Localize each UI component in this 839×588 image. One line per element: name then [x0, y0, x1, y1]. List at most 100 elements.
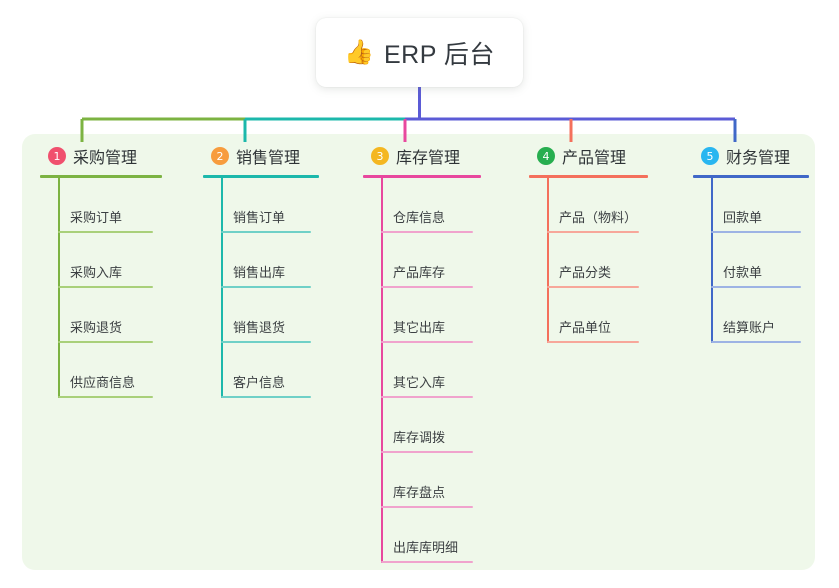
- leaf-item-label: 产品单位: [559, 320, 612, 335]
- leaf-item-rule: [381, 506, 473, 508]
- branch-column-4: 4 产品管理产品（物料） 产品分类产品单位: [529, 143, 679, 343]
- leaf-item-label: 产品库存: [393, 265, 446, 280]
- branch-header-rule: [363, 175, 481, 178]
- leaf-item[interactable]: 产品分类: [529, 233, 679, 288]
- branch-spine: [221, 178, 223, 398]
- leaf-item[interactable]: 销售订单: [203, 178, 353, 233]
- leaf-item-rule: [381, 561, 473, 563]
- leaf-item[interactable]: 采购订单: [40, 178, 190, 233]
- leaf-item[interactable]: 其它入库: [363, 343, 513, 398]
- thumbs-up-icon: 👍: [344, 38, 374, 66]
- leaf-item[interactable]: 其它出库: [363, 288, 513, 343]
- branch-header-rule: [529, 175, 648, 178]
- leaf-item-label: 客户信息: [233, 375, 286, 390]
- leaf-item[interactable]: 库存盘点: [363, 453, 513, 508]
- branch-column-2: 2 销售管理销售订单销售出库销售退货客户信息: [203, 143, 353, 398]
- leaf-item-label: 采购退货: [70, 320, 123, 335]
- leaf-item[interactable]: 仓库信息: [363, 178, 513, 233]
- leaf-item[interactable]: 销售出库: [203, 233, 353, 288]
- leaf-item-rule: [381, 286, 473, 288]
- leaf-item[interactable]: 产品（物料）: [529, 178, 679, 233]
- branch-title: 财务管理: [726, 150, 791, 167]
- branch-title: 销售管理: [236, 150, 301, 167]
- branch-item-list: 产品（物料） 产品分类产品单位: [529, 178, 679, 343]
- leaf-item-label: 产品分类: [559, 265, 612, 280]
- leaf-item-label: 付款单: [723, 265, 763, 280]
- leaf-item-label: 采购订单: [70, 210, 123, 225]
- branch-title: 产品管理: [562, 150, 627, 167]
- leaf-item-label: 销售退货: [233, 320, 286, 335]
- leaf-item-rule: [711, 341, 801, 343]
- branch-column-3: 3 库存管理仓库信息产品库存其它出库其它入库库存调拨库存盘点出库库明细: [363, 143, 513, 563]
- branch-number-badge: 3: [371, 147, 389, 165]
- leaf-item-rule: [58, 341, 153, 343]
- branch-header-3[interactable]: 3 库存管理: [363, 143, 513, 169]
- leaf-item-rule: [221, 231, 311, 233]
- leaf-item[interactable]: 产品库存: [363, 233, 513, 288]
- branch-header-4[interactable]: 4 产品管理: [529, 143, 679, 169]
- leaf-item-rule: [547, 341, 639, 343]
- root-node-erp-backend[interactable]: 👍 ERP 后台: [316, 18, 523, 87]
- leaf-item-rule: [221, 341, 311, 343]
- leaf-item-label: 库存调拨: [393, 430, 446, 445]
- branch-number-badge: 5: [701, 147, 719, 165]
- leaf-item[interactable]: 出库库明细: [363, 508, 513, 563]
- leaf-item[interactable]: 产品单位: [529, 288, 679, 343]
- branch-item-list: 采购订单采购入库采购退货供应商信息: [40, 178, 190, 398]
- branch-header-rule: [693, 175, 809, 178]
- root-node-title: ERP 后台: [383, 40, 495, 69]
- branch-header-1[interactable]: 1 采购管理: [40, 143, 190, 169]
- leaf-item-label: 出库库明细: [393, 540, 459, 555]
- leaf-item[interactable]: 采购入库: [40, 233, 190, 288]
- leaf-item-label: 结算账户: [723, 320, 776, 335]
- leaf-item-rule: [547, 286, 639, 288]
- branch-column-1: 1 采购管理采购订单采购入库采购退货供应商信息: [40, 143, 190, 398]
- leaf-item-rule: [711, 231, 801, 233]
- leaf-item-rule: [381, 341, 473, 343]
- leaf-item-rule: [58, 286, 153, 288]
- diagram-panel: [22, 134, 815, 570]
- leaf-item-label: 供应商信息: [70, 375, 136, 390]
- leaf-item-label: 仓库信息: [393, 210, 446, 225]
- branch-number-badge: 2: [211, 147, 229, 165]
- leaf-item[interactable]: 库存调拨: [363, 398, 513, 453]
- leaf-item-label: 销售订单: [233, 210, 286, 225]
- branch-header-5[interactable]: 5 财务管理: [693, 143, 833, 169]
- leaf-item-rule: [381, 231, 473, 233]
- branch-header-2[interactable]: 2 销售管理: [203, 143, 353, 169]
- leaf-item[interactable]: 销售退货: [203, 288, 353, 343]
- leaf-item[interactable]: 回款单: [693, 178, 833, 233]
- leaf-item-label: 销售出库: [233, 265, 286, 280]
- leaf-item[interactable]: 付款单: [693, 233, 833, 288]
- branch-title: 采购管理: [73, 150, 138, 167]
- leaf-item-label: 其它入库: [393, 375, 446, 390]
- leaf-item[interactable]: 供应商信息: [40, 343, 190, 398]
- leaf-item[interactable]: 采购退货: [40, 288, 190, 343]
- leaf-item-rule: [381, 396, 473, 398]
- branch-header-rule: [40, 175, 162, 178]
- branch-spine: [547, 178, 549, 343]
- branch-header-rule: [203, 175, 319, 178]
- branch-spine: [58, 178, 60, 398]
- leaf-item-label: 回款单: [723, 210, 763, 225]
- leaf-item[interactable]: 结算账户: [693, 288, 833, 343]
- leaf-item[interactable]: 客户信息: [203, 343, 353, 398]
- branch-item-list: 销售订单销售出库销售退货客户信息: [203, 178, 353, 398]
- branch-spine: [711, 178, 713, 343]
- branch-number-badge: 1: [48, 147, 66, 165]
- branch-column-5: 5 财务管理回款单付款单结算账户: [693, 143, 833, 343]
- branch-item-list: 仓库信息产品库存其它出库其它入库库存调拨库存盘点出库库明细: [363, 178, 513, 563]
- branch-number-badge: 4: [537, 147, 555, 165]
- leaf-item-rule: [221, 286, 311, 288]
- leaf-item-label: 库存盘点: [393, 485, 446, 500]
- leaf-item-label: 采购入库: [70, 265, 123, 280]
- leaf-item-label: 其它出库: [393, 320, 446, 335]
- branch-title: 库存管理: [396, 150, 461, 167]
- leaf-item-rule: [58, 396, 153, 398]
- leaf-item-rule: [547, 231, 639, 233]
- branch-spine: [381, 178, 383, 563]
- leaf-item-label: 产品（物料）: [559, 210, 638, 225]
- branch-item-list: 回款单付款单结算账户: [693, 178, 833, 343]
- leaf-item-rule: [381, 451, 473, 453]
